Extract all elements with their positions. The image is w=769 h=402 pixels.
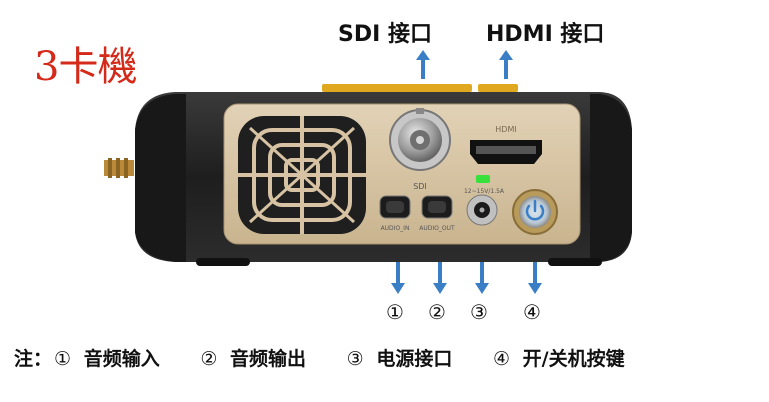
title: 3卡機 bbox=[34, 44, 137, 90]
legend-marker-1: ① bbox=[54, 348, 72, 370]
legend-label-2: 音频输出 bbox=[230, 348, 307, 370]
marker-2: ② bbox=[428, 300, 446, 324]
audio-in-jack bbox=[379, 195, 411, 219]
sdi-up-arrow bbox=[416, 50, 430, 79]
right-bumper bbox=[590, 94, 632, 262]
legend-marker-3: ③ bbox=[346, 348, 364, 370]
antenna-thread bbox=[108, 158, 112, 178]
marker-1: ① bbox=[386, 300, 404, 324]
hdmi-panel-label: HDMI bbox=[495, 125, 516, 134]
power-jack-down-arrow bbox=[475, 262, 489, 294]
power-button-down-arrow bbox=[528, 262, 542, 294]
audio-in-down-arrow bbox=[391, 262, 405, 294]
legend: 注：① 音频输入 ② 音频输出 ③ 电源接口 ④ 开/关机按键 bbox=[14, 344, 625, 371]
hdmi-up-arrow bbox=[499, 50, 513, 79]
power-rating: 12~15V/1.5A bbox=[464, 188, 505, 195]
left-bumper bbox=[135, 94, 186, 262]
marker-4: ④ bbox=[523, 300, 541, 324]
legend-label-3: 电源接口 bbox=[376, 348, 453, 370]
legend-marker-2: ② bbox=[200, 348, 218, 370]
hdmi-port-label: HDMI 接口 bbox=[486, 22, 605, 47]
audio-in-label: AUDIO_IN bbox=[381, 225, 410, 232]
marker-3: ③ bbox=[470, 300, 488, 324]
fan-grille bbox=[238, 116, 366, 234]
foot-right bbox=[548, 258, 602, 266]
top-accent bbox=[322, 84, 472, 92]
hdmi-port bbox=[470, 140, 542, 164]
status-led bbox=[476, 175, 490, 183]
legend-marker-4: ④ bbox=[492, 348, 510, 370]
power-button bbox=[512, 189, 558, 235]
audio-out-label: AUDIO_OUT bbox=[419, 225, 455, 232]
antenna-thread-2 bbox=[116, 158, 120, 178]
audio-out-jack bbox=[421, 195, 453, 219]
legend-label-1: 音频输入 bbox=[83, 348, 160, 370]
legend-label-4: 开/关机按键 bbox=[522, 348, 625, 370]
top-accent-2 bbox=[478, 84, 518, 92]
sdi-panel-label: SDI bbox=[413, 182, 427, 191]
audio-out-down-arrow bbox=[433, 262, 447, 294]
dc-power-jack bbox=[466, 194, 498, 226]
legend-prefix: 注： bbox=[14, 348, 53, 370]
sdi-bnc-connector bbox=[389, 108, 451, 171]
antenna-thread-3 bbox=[124, 158, 128, 178]
sdi-port-label: SDI 接口 bbox=[338, 22, 432, 47]
foot-left bbox=[196, 258, 250, 266]
